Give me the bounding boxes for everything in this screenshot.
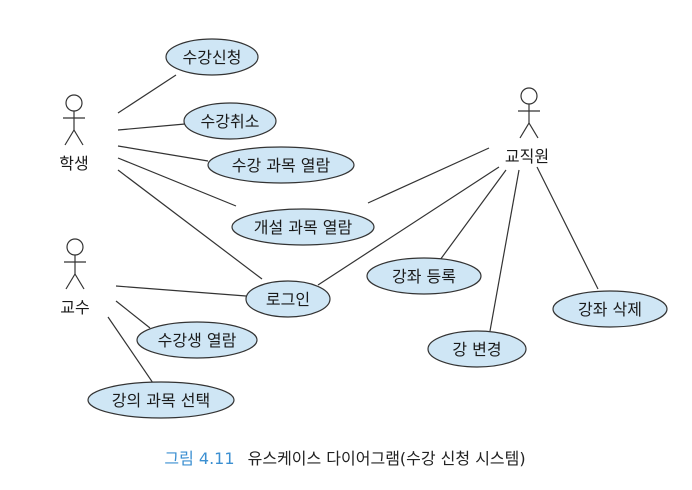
- actor-student: [63, 94, 85, 146]
- assoc-professor-select-course: [107, 316, 154, 384]
- usecase-label: 수강신청: [183, 48, 242, 67]
- usecase-change-lecture: 강 변경: [427, 330, 527, 368]
- usecase-register-lecture: 강좌 등록: [366, 257, 482, 295]
- assoc-student-view-enrolled: [117, 145, 209, 162]
- actor-staff: [518, 87, 540, 139]
- assoc-professor-login: [115, 285, 247, 297]
- assoc-student-login: [117, 169, 263, 280]
- usecase-label: 수강 과목 열람: [232, 156, 331, 175]
- usecase-login: 로그인: [245, 280, 331, 318]
- actor-head: [66, 238, 84, 256]
- usecase-label: 개설 과목 열람: [254, 218, 353, 237]
- assoc-student-view-opened: [117, 157, 237, 207]
- usecase-label: 강의 과목 선택: [112, 391, 211, 410]
- assoc-student-cancel: [117, 123, 186, 131]
- actor-label-staff: 교직원: [505, 147, 549, 166]
- usecase-view-enrolled: 수강 과목 열람: [207, 146, 355, 184]
- usecase-view-students: 수강생 열람: [136, 321, 258, 359]
- actor-label-student: 학생: [59, 154, 88, 173]
- usecase-label: 수강취소: [201, 112, 260, 131]
- usecase-label: 강좌 삭제: [578, 300, 642, 319]
- caption-figure-number: 그림 4.11: [164, 449, 234, 468]
- usecase-select-course: 강의 과목 선택: [87, 381, 235, 419]
- usecase-label: 수강생 열람: [158, 331, 237, 350]
- usecase-label: 강 변경: [452, 340, 501, 359]
- usecase-label: 로그인: [266, 290, 310, 309]
- assoc-staff-register-lecture: [439, 169, 507, 261]
- assoc-staff-delete-lecture: [536, 166, 599, 290]
- usecases: 수강신청 수강취소 수강 과목 열람 개설 과목 열람 로그인 수강생 열람 강…: [87, 38, 668, 419]
- actor-head: [65, 94, 83, 112]
- associations: [107, 74, 599, 384]
- usecase-label: 강좌 등록: [392, 267, 456, 286]
- actor-label-professor: 교수: [60, 298, 89, 317]
- assoc-professor-view-students: [115, 300, 151, 329]
- assoc-student-register: [117, 74, 177, 114]
- usecase-view-opened: 개설 과목 열람: [231, 208, 375, 246]
- actor-professor: [64, 238, 86, 290]
- assoc-staff-change-lecture: [489, 169, 520, 332]
- usecase-cancel-course: 수강취소: [183, 102, 277, 140]
- caption-text: 유스케이스 다이어그램(수강 신청 시스템): [248, 449, 526, 468]
- assoc-staff-view-opened: [367, 147, 490, 204]
- assoc-staff-login: [317, 166, 500, 286]
- actor-head: [520, 87, 538, 105]
- usecase-register-course: 수강신청: [165, 38, 259, 76]
- usecase-delete-lecture: 강좌 삭제: [552, 290, 668, 328]
- figure-caption: 그림 4.11 유스케이스 다이어그램(수강 신청 시스템): [164, 449, 525, 468]
